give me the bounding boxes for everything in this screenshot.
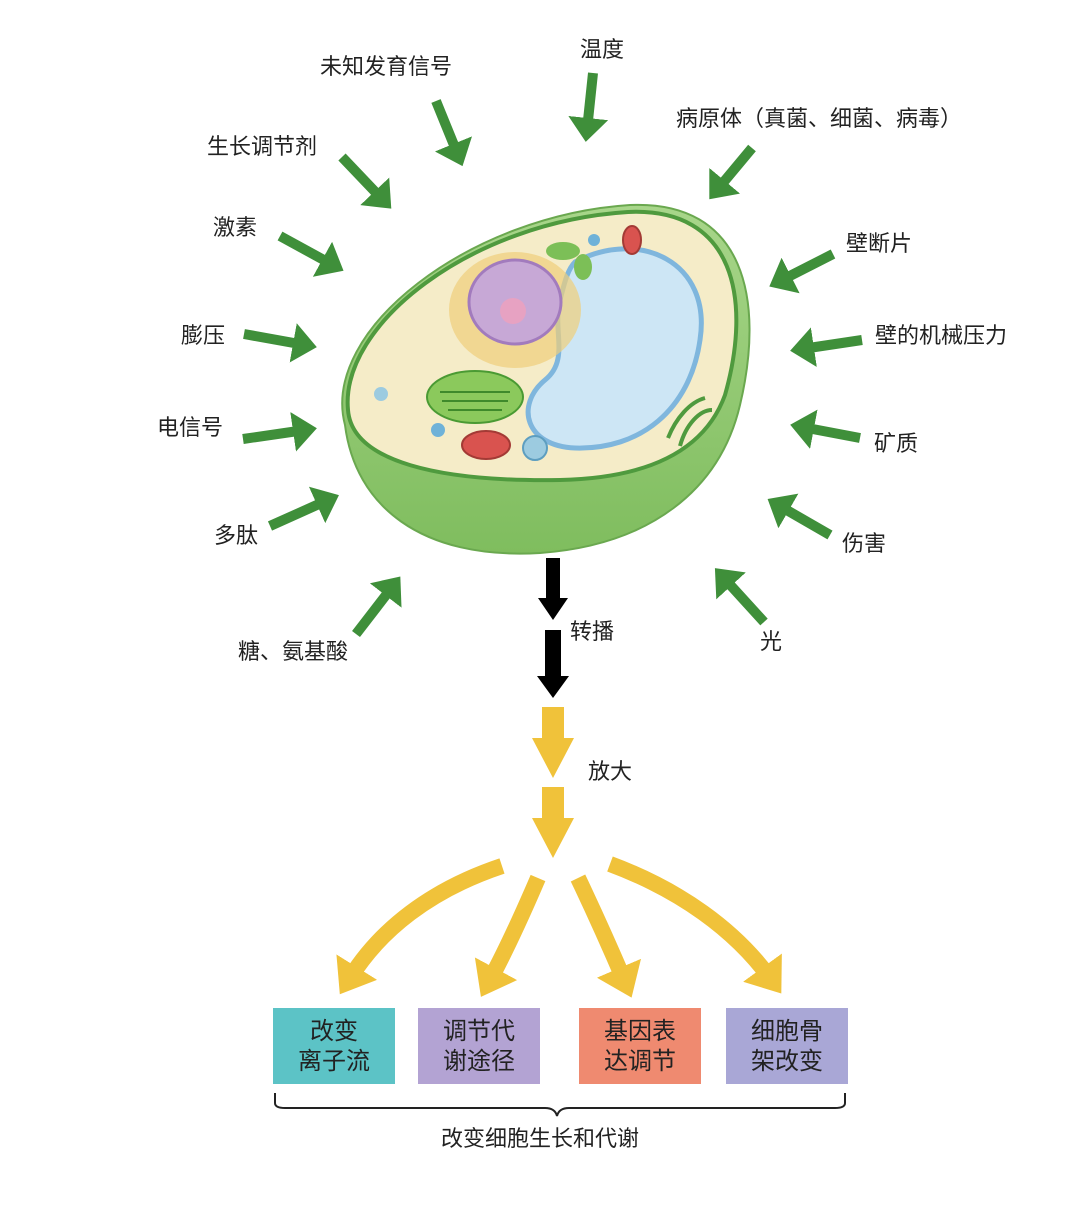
signal-label-turgor: 膨压 — [181, 324, 226, 349]
branch-arrow-metabolic-pathway — [474, 874, 546, 997]
signal-label-wall-fragment: 壁断片 — [846, 232, 913, 257]
summary-label: 改变细胞生长和代谢 — [440, 1127, 639, 1152]
transmission-arrows — [537, 558, 569, 698]
outcome-ion-flux-line2: 离子流 — [298, 1047, 370, 1075]
outcome-metabolic-pathway-line2: 谢途径 — [443, 1047, 515, 1075]
amplification-arrow-2 — [532, 787, 574, 858]
signal-arrows — [242, 72, 863, 638]
outcome-ion-flux-line1: 改变 — [310, 1017, 358, 1045]
signal-label-pathogen: 病原体（真菌、细菌、病毒） — [676, 107, 963, 132]
amplification-arrows — [532, 707, 574, 858]
arrow-temperature — [568, 72, 609, 142]
branch-arrow-gene-expression — [570, 874, 642, 998]
arrow-light — [714, 568, 768, 626]
outcome-box-metabolic-pathway: 调节代 谢途径 — [418, 1008, 540, 1084]
outcome-box-cytoskeleton: 细胞骨 架改变 — [726, 1008, 848, 1084]
plant-cell-illustration — [341, 203, 751, 555]
outcome-gene-expression-line2: 达调节 — [604, 1047, 676, 1075]
arrow-injury — [767, 493, 833, 540]
arrow-wall-fragment — [769, 249, 836, 294]
arrow-minerals — [790, 409, 861, 449]
outcome-metabolic-pathway-line1: 调节代 — [443, 1017, 515, 1045]
signal-label-growth-regulator: 生长调节剂 — [207, 135, 318, 160]
arrow-growth-regulator — [338, 153, 392, 209]
branch-arrow-ion-flux — [336, 858, 505, 995]
signal-label-wall-mechanical-pressure: 壁的机械压力 — [875, 324, 1008, 349]
outcome-cytoskeleton-line2: 架改变 — [751, 1047, 823, 1075]
amplification-arrow-1 — [532, 707, 574, 778]
signal-label-electrical-signal: 电信号 — [157, 416, 224, 441]
arrow-electrical-signal — [242, 411, 317, 452]
signal-label-polypeptide: 多肽 — [214, 524, 259, 549]
summary-brace — [274, 1093, 846, 1117]
arrow-turgor — [243, 323, 317, 363]
branch-arrow-cytoskeleton — [607, 856, 782, 994]
outcome-gene-expression-line1: 基因表 — [604, 1017, 676, 1045]
arrow-sugar-amino-acid — [352, 576, 402, 638]
outcome-box-gene-expression: 基因表 达调节 — [579, 1008, 701, 1084]
arrow-polypeptide — [267, 486, 339, 531]
outcome-cytoskeleton-line1: 细胞骨 — [751, 1017, 823, 1045]
signal-label-sugar-amino-acid: 糖、氨基酸 — [238, 640, 349, 665]
signal-label-developmental-signal: 未知发育信号 — [320, 55, 453, 80]
signal-label-temperature: 温度 — [580, 38, 625, 63]
arrow-hormone — [277, 231, 344, 277]
branch-arrows — [336, 856, 782, 998]
signal-label-minerals: 矿质 — [874, 432, 919, 457]
arrow-developmental-signal — [431, 99, 472, 167]
signal-label-hormone: 激素 — [213, 216, 258, 241]
arrow-wall-mechanical-pressure — [790, 327, 863, 367]
outcome-box-ion-flux: 改变 离子流 — [273, 1008, 395, 1084]
transmission-arrow-1 — [538, 558, 568, 620]
signal-label-injury: 伤害 — [842, 532, 887, 557]
transmission-arrow-2 — [537, 630, 569, 698]
amplification-label: 放大 — [588, 760, 633, 785]
arrow-pathogen — [709, 144, 756, 200]
transmission-label: 转播 — [570, 620, 615, 645]
signal-label-light: 光 — [760, 630, 783, 655]
